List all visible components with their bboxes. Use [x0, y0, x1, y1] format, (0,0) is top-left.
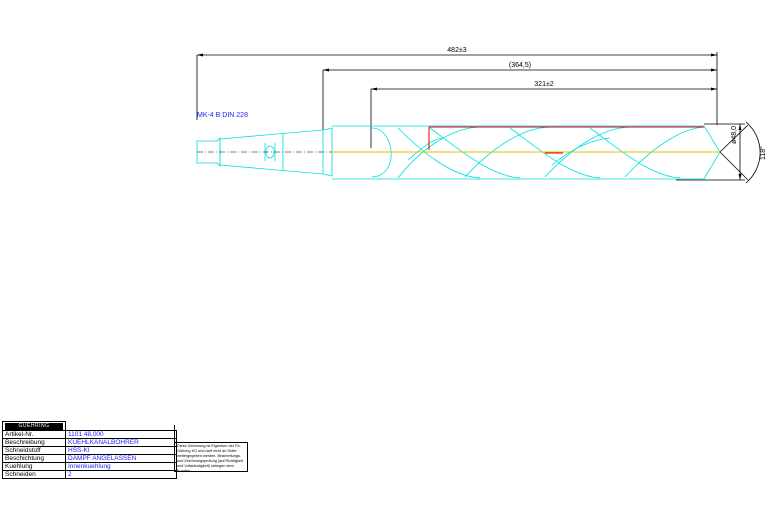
title-row: Beschichtung DAMPF ANGELASSEN [2, 454, 177, 463]
title-row: Artikel-Nr. 1101 48,000 [2, 430, 177, 439]
dim-point-angle: 118° [759, 146, 767, 160]
title-row: Schneidstoff HSS-KI [2, 446, 177, 455]
frame-divider [174, 425, 175, 442]
red-markers [428, 126, 704, 154]
dimension-arrows [197, 53, 742, 180]
row-label: Beschreibung [2, 438, 66, 447]
row-label: Kuehlung [2, 462, 66, 471]
dim-diameter: ø48,0 [731, 126, 738, 144]
taper-label: MK-4 B DIN 228 [197, 112, 248, 119]
company-logo: GUEHRING [5, 423, 63, 430]
row-value: HSS-KI [65, 446, 177, 455]
dim-mid-length: (364,5) [509, 62, 531, 69]
logo-cell: GUEHRING [2, 421, 66, 431]
title-row: Kuehlung Innenkuehlung [2, 462, 177, 471]
row-value: 1101 48,000 [65, 430, 177, 439]
dimension-lines [196, 52, 761, 184]
row-label: Beschichtung [2, 454, 66, 463]
row-label: Schneiden [2, 470, 66, 479]
row-label: Schneidstoff [2, 446, 66, 455]
row-value: Innenkuehlung [65, 462, 177, 471]
copyright-notice: Diese Zeichnung ist Eigentum der Fa. Güh… [174, 442, 248, 472]
title-row: Beschreibung KUEHLKANALBOHRER [2, 438, 177, 447]
dim-flute-length: 321±2 [534, 81, 554, 88]
title-block: GUEHRING Artikel-Nr. 1101 48,000 Beschre… [2, 421, 177, 479]
row-value: KUEHLKANALBOHRER [65, 438, 177, 447]
dim-overall-length: 482±3 [447, 47, 467, 54]
row-label: Artikel-Nr. [2, 430, 66, 439]
title-row: Schneiden 2 [2, 470, 177, 479]
row-value: DAMPF ANGELASSEN [65, 454, 177, 463]
row-value: 2 [65, 470, 177, 479]
